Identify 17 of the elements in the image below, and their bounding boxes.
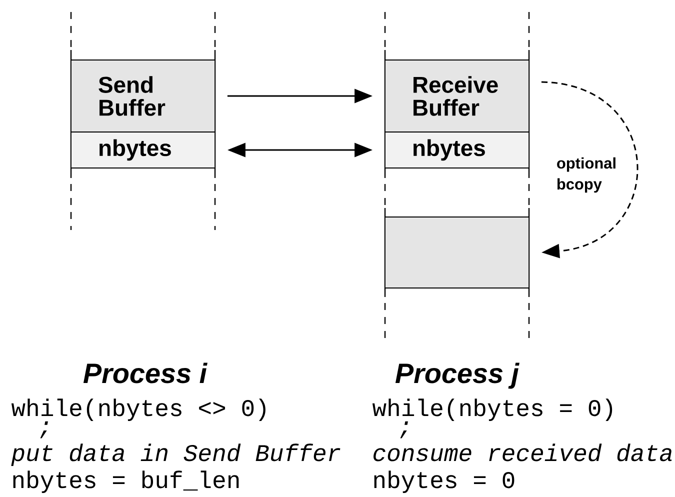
code-line: while(nbytes = 0) — [372, 398, 612, 421]
code-line: nbytes = buf_len — [13, 470, 239, 493]
process-heading: Process i — [83, 362, 208, 384]
buffer-box: Send Buffer — [70, 60, 216, 132]
counter-box: nbytes — [70, 132, 216, 168]
code-comment: consume received data — [374, 444, 672, 462]
edge-label: optional bcopy — [555, 156, 630, 194]
code-comment: put data in Send Buffer — [11, 444, 340, 466]
process-heading: Process j — [395, 362, 520, 389]
buffer-box: Receive Buffer — [384, 60, 530, 132]
code-line: ; — [400, 421, 408, 438]
code-line: while(nbytes <> 0) — [11, 398, 266, 421]
code-line: ; — [40, 421, 48, 438]
arrow — [541, 81, 638, 258]
counter-box: nbytes — [384, 132, 530, 168]
buffer-box — [384, 216, 530, 288]
code-line: nbytes = 0 — [374, 470, 514, 493]
